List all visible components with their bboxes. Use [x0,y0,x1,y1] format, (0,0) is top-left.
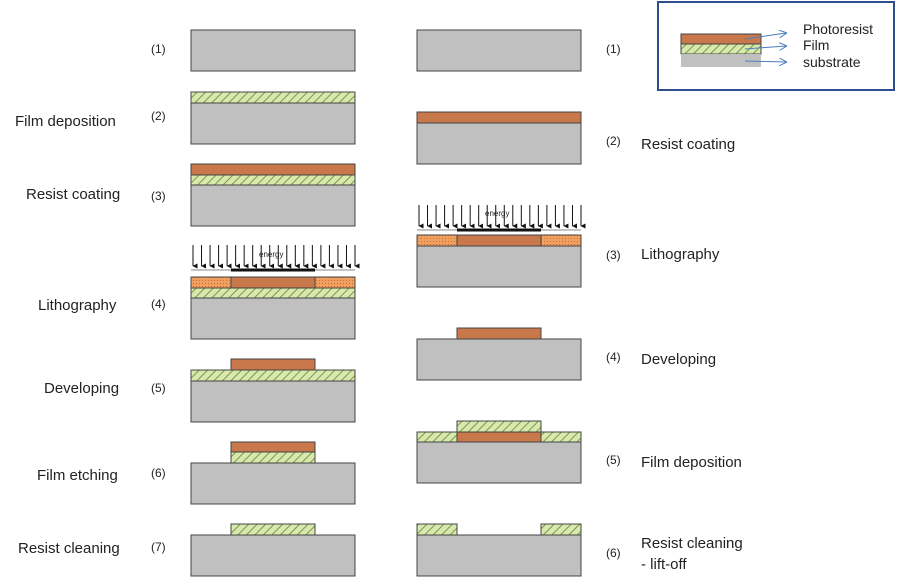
legend-photoresist-swatch [680,33,762,45]
left-step-3-film [190,174,356,186]
left-step-4-film [190,287,356,299]
legend-photoresist-label: Photoresist [803,21,873,37]
left-process: (1) Film deposition (2) Resist coating (… [15,29,360,577]
right-step-2-substrate [416,122,582,165]
left-step-4-resist [230,276,316,289]
left-energy-label: energy [259,250,283,259]
left-step-1: (1) [151,29,356,72]
right-step-4-label: Developing [641,351,716,368]
right-step-6-label: Resist cleaning [641,535,743,552]
right-step-5-film-right [540,431,582,443]
left-energy-arrows [192,245,360,269]
left-step-2-film [190,91,356,104]
right-step-3-resist [456,234,542,247]
left-step-2-label: Film deposition [15,113,116,130]
right-step-6-substrate [416,534,582,577]
right-step-5-label: Film deposition [641,454,742,471]
right-step-2-label: Resist coating [641,136,735,153]
right-step-3: energy (3) Lithography [416,205,720,288]
left-step-6-num: (6) [151,466,166,480]
right-step-6-film-left [416,523,458,536]
left-step-5-film [190,369,356,382]
left-step-2-num: (2) [151,109,166,123]
left-step-6-resist [230,441,316,453]
left-step-4-exposed-right [314,276,356,289]
legend-photoresist-arrow [744,33,786,40]
left-step-2-substrate [190,102,356,145]
left-step-4-num: (4) [151,297,166,311]
right-step-5-num: (5) [606,453,621,467]
right-step-4-num: (4) [606,350,621,364]
right-energy-arrows [418,205,586,229]
right-step-5-substrate [416,441,582,484]
right-step-6-num: (6) [606,546,621,560]
right-step-3-exposed-left [416,234,458,247]
right-step-2-resist [416,111,582,124]
right-step-4-resist [456,327,542,340]
left-step-7: Resist cleaning (7) [18,523,356,577]
right-step-3-exposed-right [540,234,582,247]
right-step-3-num: (3) [606,248,621,262]
legend-film-label: Film [803,37,829,53]
right-step-6-label-2: - lift-off [641,556,687,573]
left-step-2: Film deposition (2) [15,91,356,145]
legend-substrate-arrow [744,61,786,62]
legend-film-arrow [744,46,786,49]
left-step-4: Lithography (4) energy [38,245,360,340]
left-step-6-substrate [190,462,356,505]
right-step-1-num: (1) [606,42,621,56]
left-step-4-label: Lithography [38,297,117,314]
right-step-5-film-top [456,420,542,433]
legend-substrate-swatch [681,54,761,67]
left-step-3-label: Resist coating [26,186,120,203]
left-step-3: Resist coating (3) [26,163,356,227]
legend: Photoresist Film substrate [657,1,895,91]
right-step-6-film-right [540,523,582,536]
left-step-3-num: (3) [151,189,166,203]
left-step-7-substrate [190,534,356,577]
right-step-5-film-left [416,431,458,443]
left-step-1-substrate [190,29,356,72]
left-step-7-label: Resist cleaning [18,540,120,557]
right-step-6: (6) Resist cleaning - lift-off [416,523,743,577]
right-step-4: (4) Developing [416,327,716,381]
right-step-5: (5) Film deposition [416,420,742,484]
left-step-1-num: (1) [151,42,166,56]
right-step-4-substrate [416,338,582,381]
left-step-6-label: Film etching [37,467,118,484]
left-step-4-exposed-left [190,276,232,289]
right-step-2: (2) Resist coating [416,111,735,165]
left-step-6: Film etching (6) [37,441,356,505]
left-step-3-substrate [190,184,356,227]
left-step-5-num: (5) [151,381,166,395]
left-step-3-resist [190,163,356,176]
left-step-4-substrate [190,297,356,340]
right-step-3-substrate [416,245,582,288]
right-step-5-resist [456,431,542,443]
right-step-2-num: (2) [606,134,621,148]
right-step-1: (1) [416,29,621,72]
legend-substrate-label: substrate [803,54,861,70]
left-step-7-num: (7) [151,540,166,554]
left-step-5: Developing (5) [44,358,356,423]
left-step-5-resist [230,358,316,371]
left-step-5-label: Developing [44,380,119,397]
left-step-5-substrate [190,380,356,423]
right-step-1-substrate [416,29,582,72]
left-step-7-film [230,523,316,536]
right-process: (1) (2) Resist coating energy (3) Lithog… [416,29,743,577]
left-step-6-film [230,451,316,464]
right-step-3-label: Lithography [641,246,720,263]
right-energy-label: energy [485,209,509,218]
